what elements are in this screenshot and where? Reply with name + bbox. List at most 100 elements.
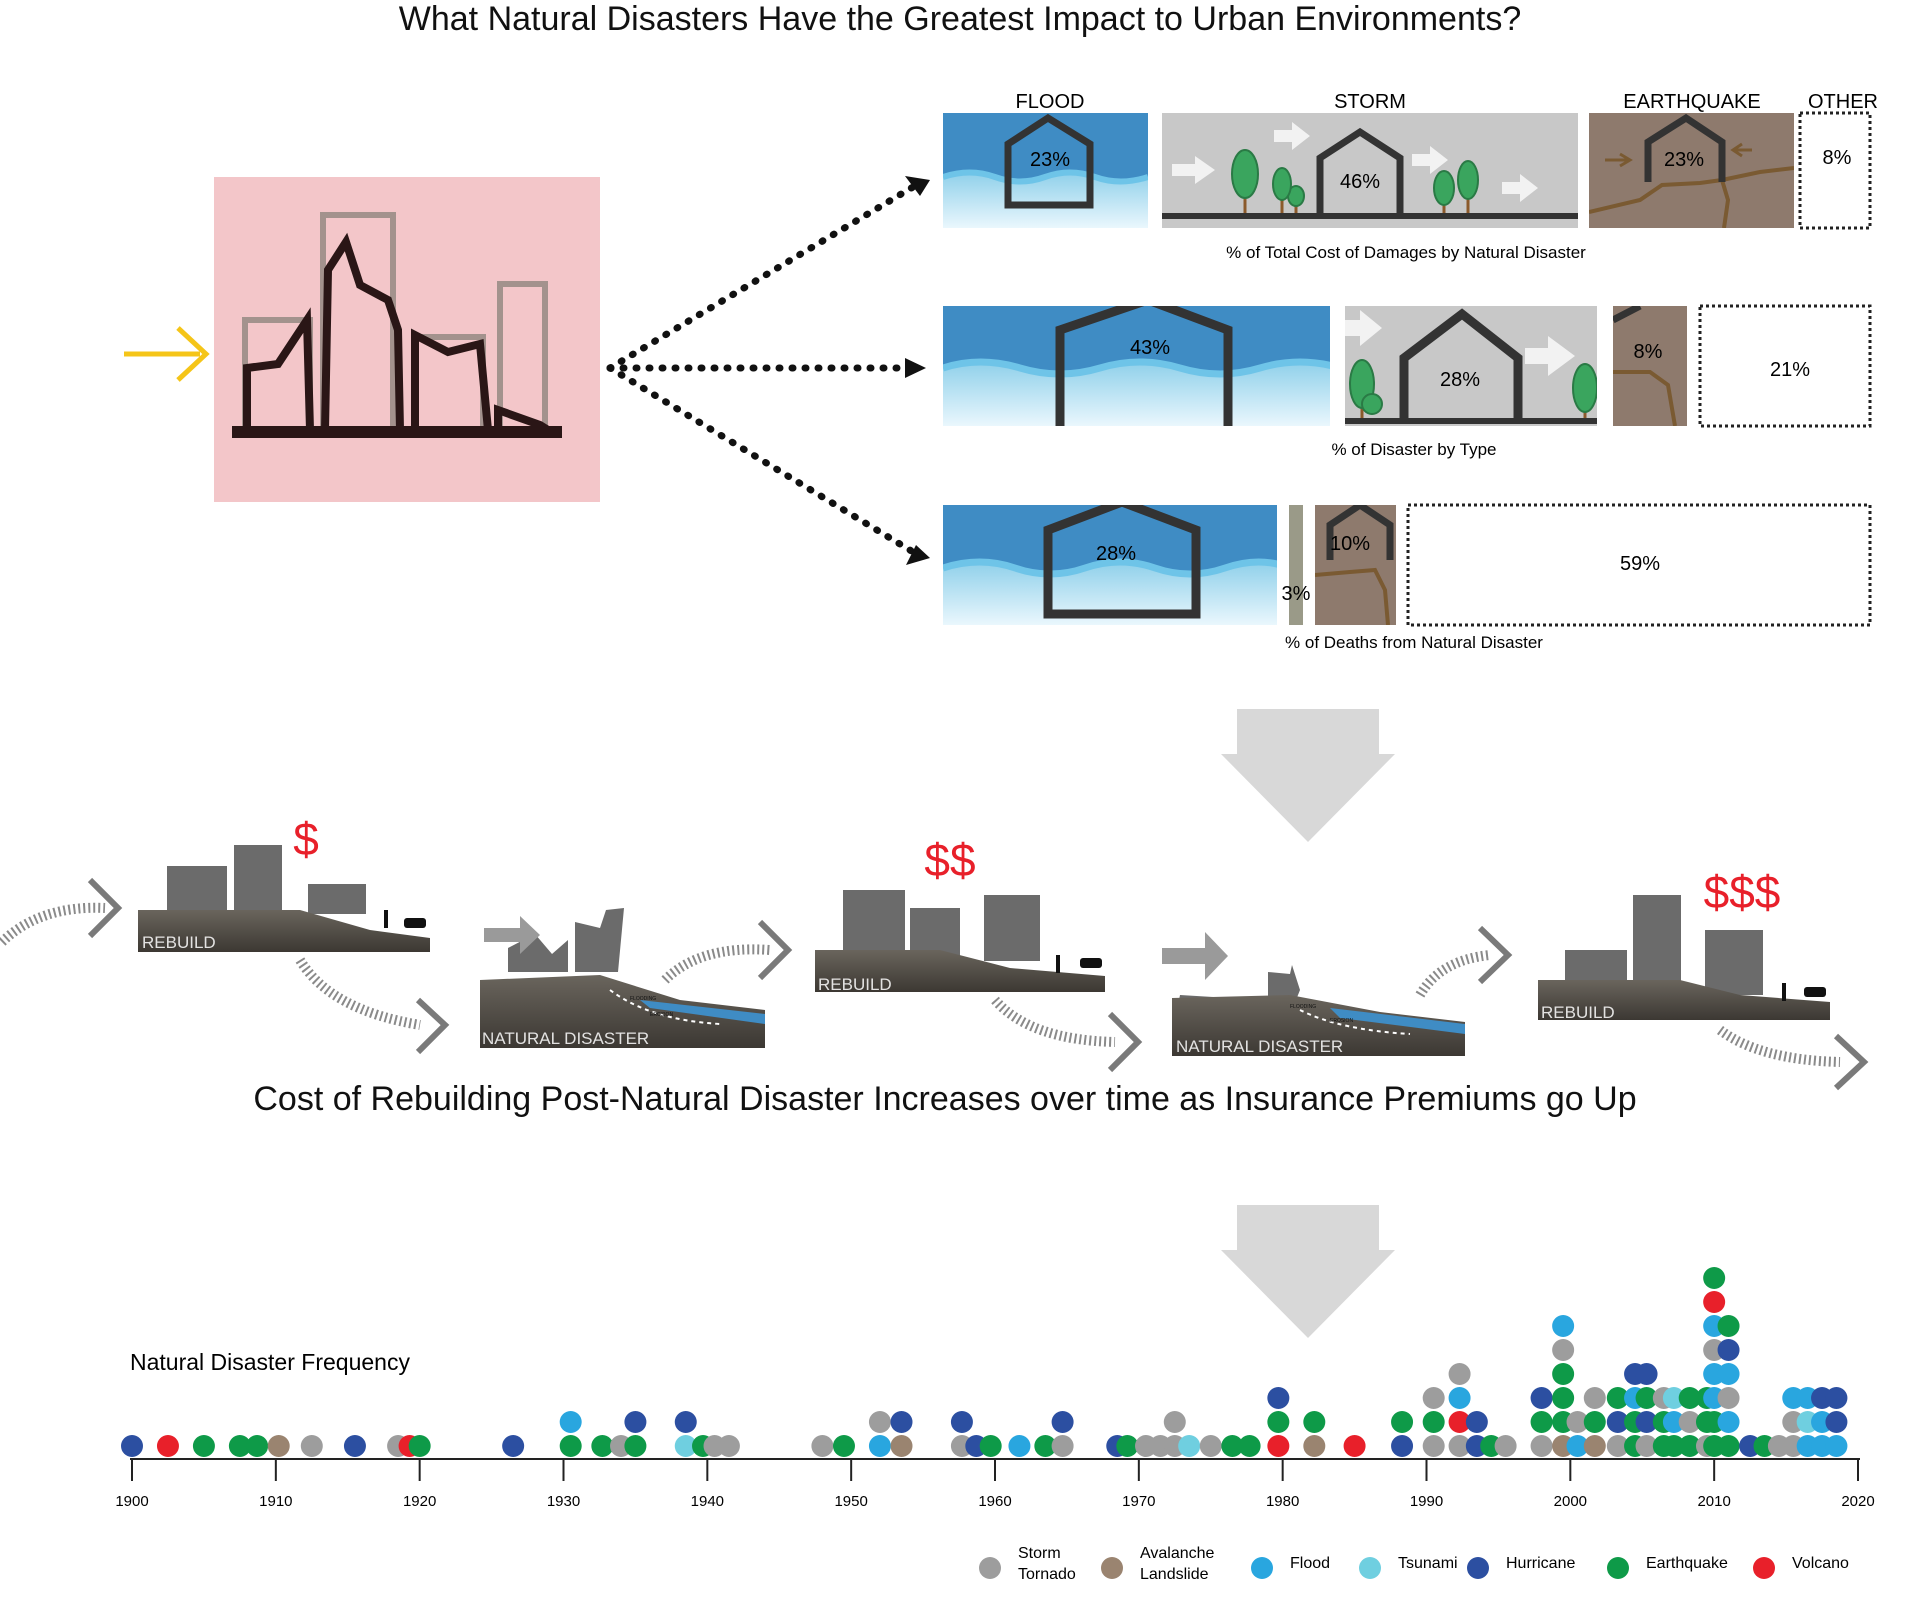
event-dot-earthquake bbox=[1717, 1315, 1740, 1337]
row3-flood-value: 28% bbox=[1096, 543, 1136, 565]
event-dot-flood bbox=[1825, 1435, 1848, 1457]
row3-storm-value: 3% bbox=[1282, 583, 1311, 605]
row1-caption: % of Total Cost of Damages by Natural Di… bbox=[1226, 243, 1586, 262]
tick-label: 2000 bbox=[1554, 1493, 1587, 1510]
event-dot-earthquake bbox=[559, 1435, 582, 1457]
cost-label-2: $$ bbox=[924, 834, 975, 886]
row1-storm-value: 46% bbox=[1340, 171, 1380, 193]
row1-other-value: 8% bbox=[1823, 147, 1852, 169]
event-dot-storm bbox=[1494, 1435, 1517, 1457]
row2-other-tile bbox=[1698, 304, 1872, 428]
event-dot-earthquake bbox=[832, 1435, 855, 1457]
tick-label: 1910 bbox=[259, 1493, 292, 1510]
disaster-scene-2 bbox=[1172, 965, 1465, 1056]
row3-storm-tile bbox=[1289, 505, 1303, 625]
car-icon bbox=[1080, 958, 1102, 968]
tree-icon bbox=[1272, 167, 1292, 213]
event-dot-hurricane bbox=[1825, 1387, 1848, 1409]
legend-swatch-earthquake bbox=[1607, 1557, 1629, 1579]
wind-arrow-icon bbox=[1525, 336, 1575, 376]
cycle-arrows bbox=[0, 877, 1869, 1091]
event-dot-storm bbox=[1422, 1387, 1445, 1409]
event-dot-hurricane bbox=[1465, 1411, 1488, 1433]
event-dot-volcano bbox=[1343, 1435, 1366, 1457]
row3-flood-tile bbox=[943, 505, 1277, 625]
row1-storm-tile bbox=[1162, 113, 1578, 228]
legend-label-hurricane: Hurricane bbox=[1506, 1555, 1575, 1572]
event-dot-storm bbox=[868, 1411, 891, 1433]
event-dot-tsunami bbox=[1662, 1387, 1685, 1409]
legend-label-volcano: Volcano bbox=[1792, 1555, 1849, 1572]
yellow-arrow-icon bbox=[124, 326, 210, 382]
event-dot-earthquake bbox=[228, 1435, 251, 1457]
event-dot-earthquake bbox=[1662, 1435, 1685, 1457]
rebuild-label-3: REBUILD bbox=[1541, 1003, 1615, 1022]
event-dot-storm bbox=[1422, 1435, 1445, 1457]
event-dot-earthquake bbox=[1530, 1411, 1553, 1433]
row1-flood-value: 23% bbox=[1030, 149, 1070, 171]
tick-label: 2020 bbox=[1841, 1493, 1874, 1510]
tick-label: 1980 bbox=[1266, 1493, 1299, 1510]
rebuild-scene-1 bbox=[138, 845, 430, 952]
arrowhead-icon bbox=[905, 176, 930, 196]
event-dot-storm bbox=[1635, 1435, 1658, 1457]
event-dot-earthquake bbox=[246, 1435, 269, 1457]
tick-label: 1970 bbox=[1122, 1493, 1155, 1510]
house-icon bbox=[1644, 113, 1726, 182]
tick-label: 1920 bbox=[403, 1493, 436, 1510]
impact-arrows bbox=[484, 916, 1228, 980]
event-dot-flood bbox=[559, 1411, 582, 1433]
house-icon bbox=[1055, 306, 1233, 426]
event-dot-earthquake bbox=[1703, 1267, 1726, 1289]
event-dot-earthquake bbox=[1422, 1411, 1445, 1433]
event-dot-hurricane bbox=[1635, 1363, 1658, 1385]
legend-label-storm: Storm bbox=[1018, 1545, 1061, 1562]
row2-storm-tile bbox=[1345, 306, 1597, 426]
event-dot-volcano bbox=[1448, 1411, 1471, 1433]
event-dot-earthquake bbox=[1267, 1411, 1290, 1433]
event-dot-hurricane bbox=[1051, 1411, 1074, 1433]
event-dot-tsunami bbox=[674, 1435, 697, 1457]
event-dot-volcano bbox=[1703, 1291, 1726, 1313]
event-dot-earthquake bbox=[1303, 1411, 1326, 1433]
tree-icon bbox=[1433, 170, 1455, 213]
event-dot-hurricane bbox=[1606, 1411, 1629, 1433]
event-dot-storm bbox=[1606, 1435, 1629, 1457]
event-dot-storm bbox=[1678, 1411, 1701, 1433]
event-dot-storm bbox=[300, 1435, 323, 1457]
row2-flood-value: 43% bbox=[1130, 337, 1170, 359]
event-dot-earthquake bbox=[1221, 1435, 1244, 1457]
wind-arrow-icon bbox=[1502, 174, 1538, 202]
down-arrow-icon bbox=[1221, 709, 1395, 842]
event-dot-earthquake bbox=[624, 1435, 647, 1457]
event-dot-flood bbox=[1448, 1387, 1471, 1409]
event-dot-storm bbox=[717, 1435, 740, 1457]
event-dot-hurricane bbox=[1635, 1411, 1658, 1433]
event-dot-storm bbox=[1163, 1411, 1186, 1433]
disaster-label-2: NATURAL DISASTER bbox=[1176, 1037, 1343, 1056]
tick-label: 1900 bbox=[115, 1493, 148, 1510]
car-icon bbox=[404, 918, 426, 928]
timeline-title: Natural Disaster Frequency bbox=[130, 1349, 410, 1375]
legend-swatch-hurricane bbox=[1467, 1557, 1489, 1579]
tree-icon bbox=[1572, 363, 1597, 418]
force-arrow-icon bbox=[1605, 152, 1633, 168]
legend-swatch-volcano bbox=[1753, 1557, 1775, 1579]
event-dot-hurricane bbox=[121, 1435, 143, 1457]
rebuild-label-2: REBUILD bbox=[818, 975, 892, 994]
event-dot-earthquake bbox=[1678, 1435, 1701, 1457]
arrowhead-icon bbox=[906, 545, 930, 565]
event-dot-hurricane bbox=[674, 1411, 697, 1433]
event-dot-earthquake bbox=[591, 1435, 614, 1457]
event-dot-storm bbox=[1448, 1363, 1471, 1385]
event-dot-earthquake bbox=[979, 1435, 1002, 1457]
subtitle: Cost of Rebuilding Post-Natural Disaster… bbox=[253, 1080, 1636, 1118]
tree-icon bbox=[1457, 160, 1479, 213]
header-flood: FLOOD bbox=[1016, 91, 1085, 113]
tree-icon bbox=[1231, 149, 1259, 213]
legend-swatch-flood bbox=[1251, 1557, 1273, 1579]
event-dot-storm bbox=[1717, 1387, 1740, 1409]
legend-label-flood: Flood bbox=[1290, 1555, 1330, 1572]
